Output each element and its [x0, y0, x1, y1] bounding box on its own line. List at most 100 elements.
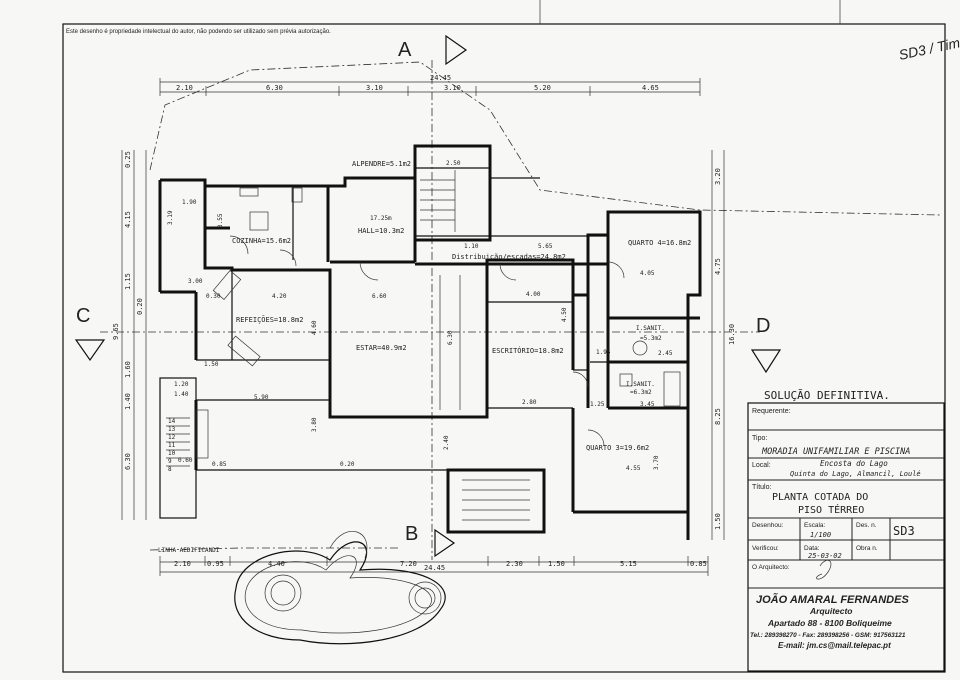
corner-handwritten-mark: SD3 / Tim	[897, 34, 960, 63]
svg-text:A: A	[398, 39, 412, 61]
svg-text:Distribuição/escadas=24.8m2: Distribuição/escadas=24.8m2	[452, 253, 566, 261]
svg-text:10: 10	[168, 450, 176, 457]
svg-text:QUARTO 4=16.8m2: QUARTO 4=16.8m2	[628, 239, 691, 247]
svg-text:2.10: 2.10	[176, 84, 193, 92]
architect-phone: Tel.: 289398270 - Fax: 289398256 - GSM: …	[750, 632, 906, 639]
svg-text:6.60: 6.60	[372, 293, 387, 300]
svg-text:3.55: 3.55	[217, 213, 224, 228]
svg-text:4.65: 4.65	[642, 84, 659, 92]
section-marker-a: A	[398, 34, 468, 66]
verificou-label: Verificou:	[752, 545, 779, 552]
svg-text:1.40: 1.40	[124, 393, 132, 410]
svg-text:4.55: 4.55	[626, 465, 641, 472]
svg-text:1.25: 1.25	[590, 401, 605, 408]
svg-text:C: C	[76, 305, 90, 327]
architect-signature	[816, 559, 832, 580]
svg-text:6.30: 6.30	[266, 84, 283, 92]
titulo-value-1: PLANTA COTADA DO	[772, 492, 868, 503]
svg-text:HALL=10.3m2: HALL=10.3m2	[358, 227, 404, 235]
svg-text:0.30: 0.30	[206, 293, 221, 300]
architect-email: E-mail: jm.cs@mail.telepac.pt	[778, 641, 891, 650]
svg-text:3.45: 3.45	[640, 401, 655, 408]
svg-text:9.65: 9.65	[112, 323, 120, 340]
escala-value: 1/100	[810, 531, 831, 539]
svg-text:1.60: 1.60	[124, 361, 132, 378]
svg-text:24.45: 24.45	[424, 564, 445, 572]
svg-text:3.70: 3.70	[653, 455, 660, 470]
arquitecto-label: O Arquitecto:	[752, 564, 790, 571]
svg-text:1.50: 1.50	[714, 513, 722, 530]
sheet-frame	[62, 23, 946, 673]
right-dimensions: 3.20 4.75 8.25 16.30 1.50	[711, 150, 736, 540]
svg-text:2.50: 2.50	[446, 160, 461, 167]
svg-text:5.90: 5.90	[254, 394, 269, 401]
svg-text:17.25m: 17.25m	[370, 215, 392, 222]
svg-text:QUARTO 3=19.6m2: QUARTO 3=19.6m2	[586, 444, 649, 452]
svg-text:0.95: 0.95	[207, 560, 224, 568]
escala-label: Escala:	[804, 522, 826, 529]
svg-text:6.30: 6.30	[447, 330, 454, 345]
titulo-label: Título:	[752, 484, 772, 491]
left-dimensions: 0.25 4.15 1.15 0.20 9.65 1.60 1.40 6.30	[112, 150, 147, 520]
svg-text:D: D	[756, 315, 770, 337]
svg-text:COZINHA=15.6m2: COZINHA=15.6m2	[232, 237, 291, 245]
svg-text:5.65: 5.65	[538, 243, 553, 250]
copyright-notice: Este desenho é propriedade intelectual d…	[66, 29, 331, 35]
data-value: 25-03-02	[808, 552, 842, 560]
svg-text:B: B	[405, 523, 418, 545]
svg-text:=6.3m2: =6.3m2	[630, 389, 652, 396]
svg-text:14: 14	[168, 418, 176, 425]
architect-address: Apartado 88 - 8100 Boliqueime	[767, 618, 892, 628]
svg-text:3.20: 3.20	[714, 168, 722, 185]
svg-text:4.20: 4.20	[272, 293, 287, 300]
svg-text:ESCRITÓRIO=18.8m2: ESCRITÓRIO=18.8m2	[492, 346, 564, 355]
inner-dimensions: 1.90 3.19 3.55 3.00 0.30 4.20 6.60 4.00 …	[167, 160, 673, 472]
svg-text:1.95: 1.95	[596, 349, 611, 356]
svg-text:4.60: 4.60	[311, 320, 318, 335]
svg-text:0.60: 0.60	[178, 457, 193, 464]
desenhou-label: Desenhou:	[752, 522, 784, 529]
svg-text:0.25: 0.25	[124, 151, 132, 168]
svg-text:3.00: 3.00	[188, 278, 203, 285]
svg-text:0.85: 0.85	[690, 560, 707, 568]
titulo-value-2: PISO TÉRREO	[798, 503, 864, 516]
svg-text:0.85: 0.85	[212, 461, 227, 468]
svg-text:13: 13	[168, 426, 176, 433]
svg-text:16.30: 16.30	[728, 324, 736, 345]
svg-text:4.15: 4.15	[124, 211, 132, 228]
requerente-label: Requerente:	[752, 408, 791, 415]
svg-text:2.45: 2.45	[658, 350, 673, 357]
svg-text:4.50: 4.50	[561, 307, 568, 322]
svg-text:2.40: 2.40	[443, 435, 450, 450]
tipo-label: Tipo:	[752, 435, 767, 442]
svg-text:=5.3m2: =5.3m2	[640, 335, 662, 342]
desn-label: Des. n.	[856, 522, 877, 529]
obra-label: Obra n.	[856, 545, 878, 552]
swimming-pool	[234, 531, 446, 645]
svg-text:1.40: 1.40	[174, 391, 189, 398]
data-label: Data:	[804, 545, 820, 552]
svg-text:5.15: 5.15	[620, 560, 637, 568]
svg-text:I.SANIT.: I.SANIT.	[636, 325, 665, 332]
architect-name: JOÃO AMARAL FERNANDES	[756, 593, 909, 606]
svg-text:7.20: 7.20	[400, 560, 417, 568]
svg-text:5.20: 5.20	[534, 84, 551, 92]
title-block: SOLUÇÃO DEFINITIVA. Requerente: Tipo: MO…	[747, 389, 945, 672]
bottom-dimensions: 2.10 0.95 4.40 7.20 2.30 1.50 5.15 0.85 …	[159, 556, 709, 576]
svg-text:4.40: 4.40	[268, 560, 285, 568]
svg-text:4.75: 4.75	[714, 258, 722, 275]
svg-text:2.80: 2.80	[522, 399, 537, 406]
svg-text:3.10: 3.10	[444, 84, 461, 92]
svg-text:3.80: 3.80	[311, 417, 318, 432]
svg-text:0.20: 0.20	[340, 461, 355, 468]
svg-text:6.30: 6.30	[124, 453, 132, 470]
svg-text:I.SANIT.: I.SANIT.	[626, 381, 655, 388]
svg-text:1.50: 1.50	[204, 361, 219, 368]
section-marker-d: D	[750, 315, 782, 374]
svg-text:1.20: 1.20	[174, 381, 189, 388]
stairs: 14 13 12 11 10 9 8	[166, 170, 530, 521]
svg-text:3.10: 3.10	[366, 84, 383, 92]
tipo-value: MORADIA UNIFAMILIAR E PISCINA	[761, 447, 910, 457]
svg-text:8: 8	[168, 466, 172, 473]
svg-text:2.30: 2.30	[506, 560, 523, 568]
